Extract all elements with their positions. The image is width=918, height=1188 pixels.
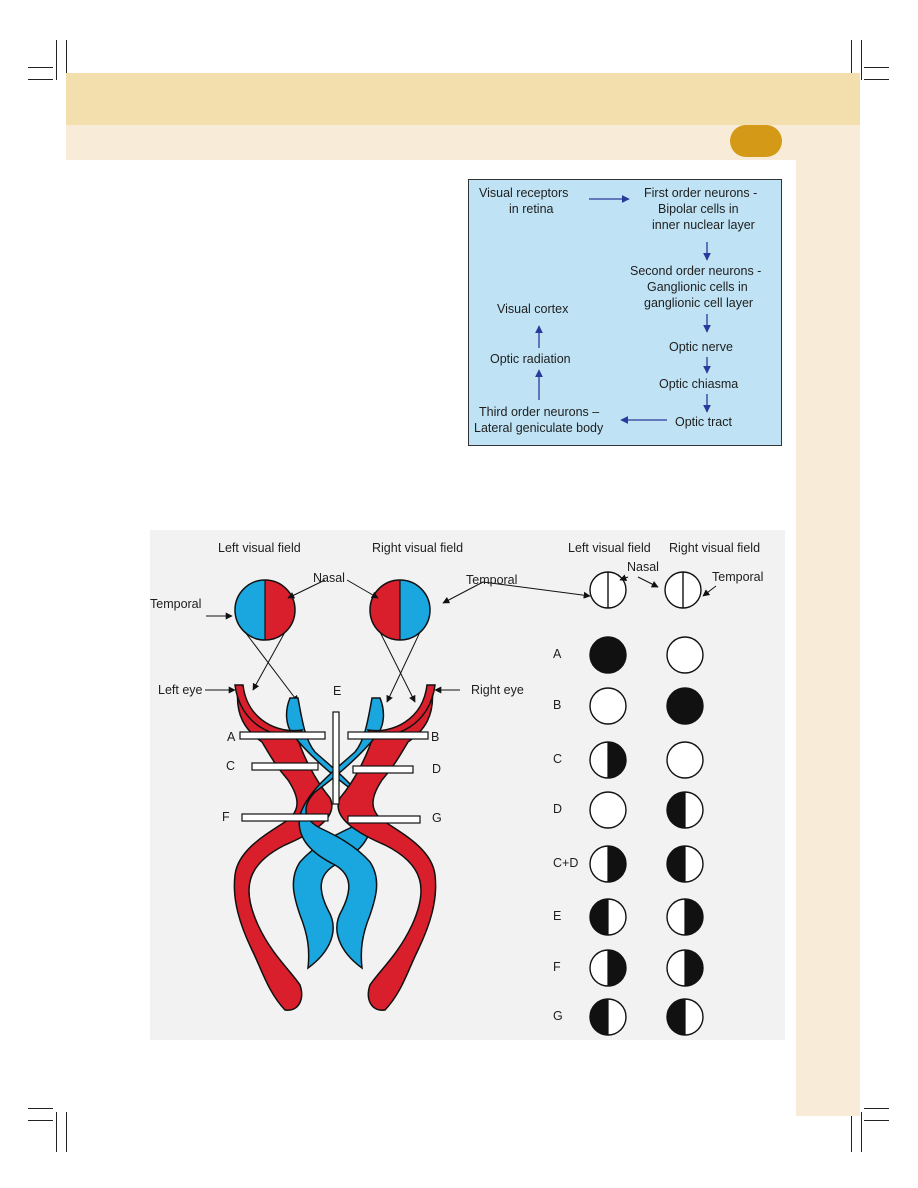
field-defect-rows (589, 636, 704, 1036)
left-visual-field-circle (234, 579, 296, 641)
crop-mark (864, 67, 889, 68)
lesion-label-f: F (222, 810, 230, 824)
temporal-legend-arrow (702, 585, 717, 597)
defect-row-label: A (553, 647, 562, 661)
right-eye-label: Right eye (471, 683, 524, 697)
lesion-bar-d (352, 765, 414, 774)
crop-mark (851, 1112, 852, 1152)
crop-mark (28, 1108, 53, 1109)
defect-row-label: C+D (553, 856, 579, 870)
lesion-label-e: E (333, 684, 342, 698)
crop-mark (861, 40, 862, 80)
defect-row-label: E (553, 909, 562, 923)
crop-mark (864, 1120, 889, 1121)
defect-left-circle-a (589, 636, 627, 674)
crop-mark (66, 40, 67, 80)
defect-right-circle-f (666, 949, 704, 987)
defect-left-circle-f (589, 949, 627, 987)
lesion-bar-c (251, 762, 319, 771)
flow-ganglionic-layer: ganglionic cell layer (644, 296, 754, 310)
header-band (66, 73, 860, 125)
nasal-legend-arrow (637, 576, 659, 588)
defect-temporal-label: Temporal (712, 570, 764, 584)
subheader-band (66, 125, 860, 160)
defect-left-field-label: Left visual field (568, 541, 651, 555)
defect-row-label: D (553, 802, 563, 816)
temporal-label-left: Temporal (150, 597, 202, 611)
field-defect-legend-circles (589, 571, 702, 609)
defect-row-label: F (553, 960, 561, 974)
lesion-label-a: A (227, 730, 236, 744)
flow-optic-nerve: Optic nerve (669, 340, 733, 354)
flowchart-arrows (535, 195, 711, 424)
crop-mark (861, 1112, 862, 1152)
flow-lgb: Lateral geniculate body (474, 421, 604, 435)
left-visual-field-label: Left visual field (218, 541, 301, 555)
defect-right-circle-c-plus-d (666, 845, 704, 883)
lesion-bar-a (239, 731, 326, 740)
nasal-label: Nasal (313, 571, 345, 585)
lesion-bar-b (347, 731, 429, 740)
flow-in-retina: in retina (509, 202, 554, 216)
crop-mark (56, 40, 57, 80)
flow-optic-radiation: Optic radiation (490, 352, 571, 366)
defect-right-circle-b (666, 687, 704, 725)
right-margin-band (796, 160, 860, 1116)
flow-second-order: Second order neurons - (630, 264, 762, 278)
flow-ganglionic-cells: Ganglionic cells in (647, 280, 748, 294)
defect-left-circle-c (589, 741, 627, 779)
defect-left-circle-g (589, 998, 627, 1036)
defect-left-circle-d (589, 791, 627, 829)
defect-right-field-label: Right visual field (669, 541, 761, 555)
crop-mark (66, 1112, 67, 1152)
crop-mark (28, 1120, 53, 1121)
flow-inner-nuclear: inner nuclear layer (652, 218, 755, 232)
visual-field-projection-lines (244, 631, 421, 703)
crop-mark (28, 67, 53, 68)
flow-first-order: First order neurons - (644, 186, 758, 200)
flow-third-order: Third order neurons – (479, 405, 600, 419)
lesion-label-c: C (226, 759, 236, 773)
defect-nasal-label: Nasal (627, 560, 659, 574)
crop-mark (56, 1112, 57, 1152)
defect-left-circle-b (589, 687, 627, 725)
defect-right-circle-g (666, 998, 704, 1036)
defect-row-label: G (553, 1009, 563, 1023)
visual-pathway-diagram (205, 571, 717, 1036)
flow-visual-cortex: Visual cortex (497, 302, 569, 316)
defect-right-circle-a (666, 636, 704, 674)
flow-bipolar: Bipolar cells in (658, 202, 739, 216)
defect-left-circle-e (589, 898, 627, 936)
lesion-bar-f (241, 813, 329, 822)
temporal-label-right: Temporal (466, 573, 518, 587)
crop-mark (864, 1108, 889, 1109)
lesion-bar-g (347, 815, 421, 824)
nasal-legend-arrow-left (619, 574, 629, 582)
page-badge (730, 125, 782, 157)
lesion-label-d: D (432, 762, 442, 776)
crop-mark (851, 40, 852, 80)
label-arrows (205, 579, 591, 694)
lesion-bars (239, 711, 429, 824)
flow-optic-tract: Optic tract (675, 415, 732, 429)
defect-row-label: C (553, 752, 563, 766)
visual-pathway-flowchart: Visual receptors in retina First order n… (468, 179, 782, 446)
crop-mark (864, 79, 889, 80)
left-eye-label: Left eye (158, 683, 203, 697)
right-visual-field-label: Right visual field (372, 541, 464, 555)
crop-mark (28, 79, 53, 80)
flow-optic-chiasma: Optic chiasma (659, 377, 739, 391)
lesion-label-b: B (431, 730, 440, 744)
defect-row-label: B (553, 698, 562, 712)
lesion-label-g: G (432, 811, 442, 825)
lesion-bar-e (332, 711, 340, 805)
defect-right-circle-d (666, 791, 704, 829)
flow-visual-receptors: Visual receptors (479, 186, 569, 200)
defect-right-circle-c (666, 741, 704, 779)
right-visual-field-circle (369, 579, 431, 641)
defect-right-circle-e (666, 898, 704, 936)
defect-left-circle-c-plus-d (589, 845, 627, 883)
